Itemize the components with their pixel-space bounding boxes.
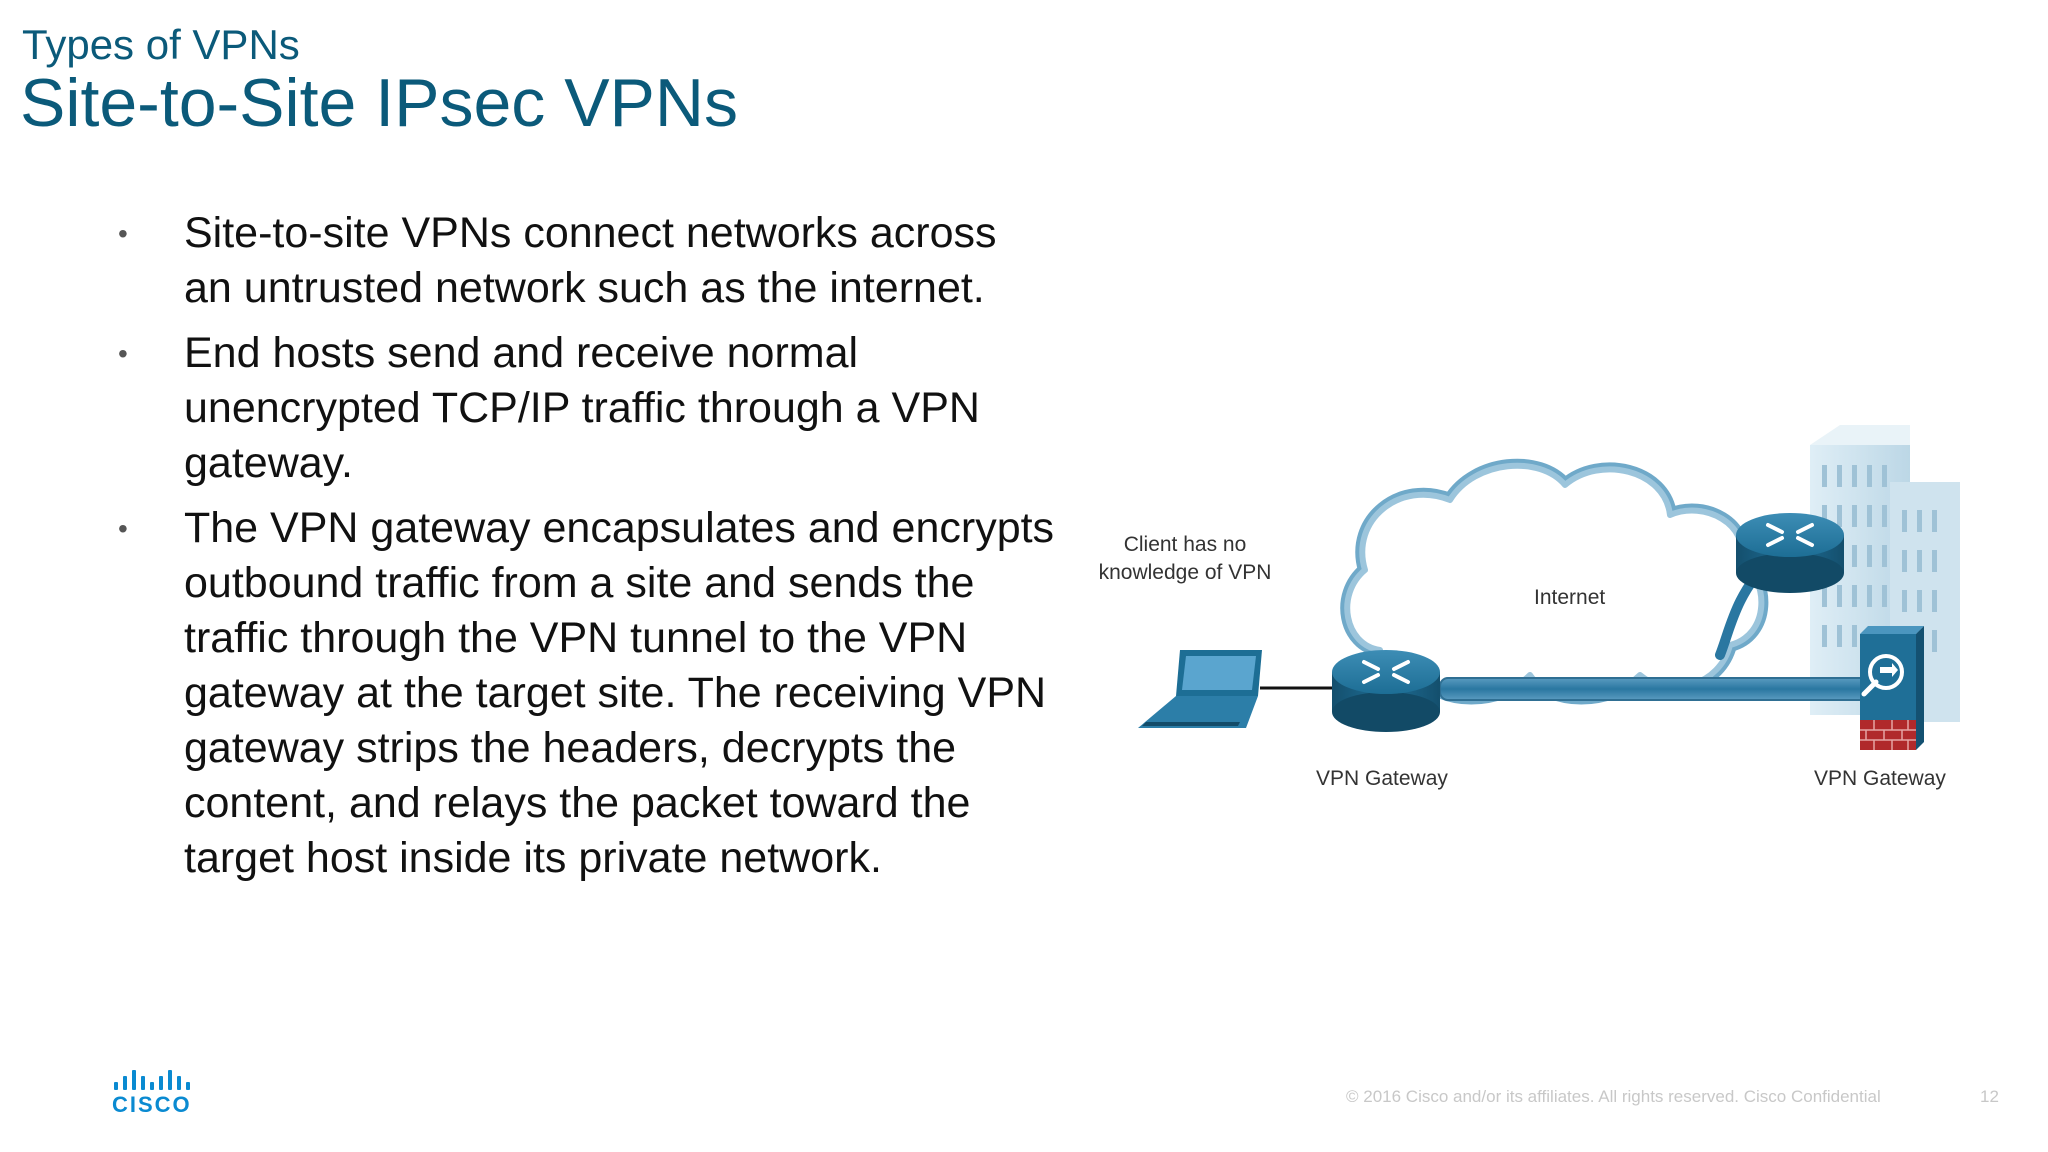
firewall-vpn-icon — [1860, 626, 1924, 750]
bullet-item: • The VPN gateway encapsulates and encry… — [116, 501, 1056, 886]
bullet-text: End hosts send and receive normal unencr… — [184, 329, 980, 487]
cisco-logo: CISCO — [112, 1068, 196, 1117]
client-note-line1: Client has no — [1123, 533, 1247, 556]
bullet-list: • Site-to-site VPNs connect networks acr… — [116, 206, 1056, 896]
section-kicker: Types of VPNs — [22, 21, 300, 68]
bullet-item: • Site-to-site VPNs connect networks acr… — [116, 206, 1056, 316]
laptop-icon — [1138, 650, 1262, 728]
vpn-tunnel-line — [1439, 677, 1881, 701]
bullet-text: Site-to-site VPNs connect networks acros… — [184, 209, 997, 312]
router-icon — [1736, 513, 1844, 593]
copyright-text: © 2016 Cisco and/or its affiliates. All … — [1346, 1087, 1881, 1106]
page-number: 12 — [1980, 1087, 1999, 1106]
bullet-item: • End hosts send and receive normal unen… — [116, 326, 1056, 491]
client-note-line2: knowledge of VPN — [1098, 561, 1272, 585]
router-icon — [1332, 650, 1440, 732]
vpn-diagram: Client has no knowledge of VPN Internet … — [1080, 420, 2000, 820]
cisco-logo-text: CISCO — [112, 1092, 192, 1117]
vpn-diagram-graphic — [1138, 425, 1960, 750]
bullet-text: The VPN gateway encapsulates and encrypt… — [184, 504, 1055, 882]
bullet-dot-icon: • — [118, 513, 128, 544]
right-gateway-label: VPN Gateway — [1814, 767, 1946, 790]
page-title: Site-to-Site IPsec VPNs — [20, 65, 739, 141]
left-gateway-label: VPN Gateway — [1316, 767, 1448, 790]
internet-label: Internet — [1534, 586, 1606, 609]
bullet-dot-icon: • — [118, 218, 128, 249]
bullet-dot-icon: • — [118, 338, 128, 369]
client-note-label: Client has no knowledge of VPN — [1080, 531, 1290, 588]
cisco-bars-icon — [112, 1068, 196, 1090]
